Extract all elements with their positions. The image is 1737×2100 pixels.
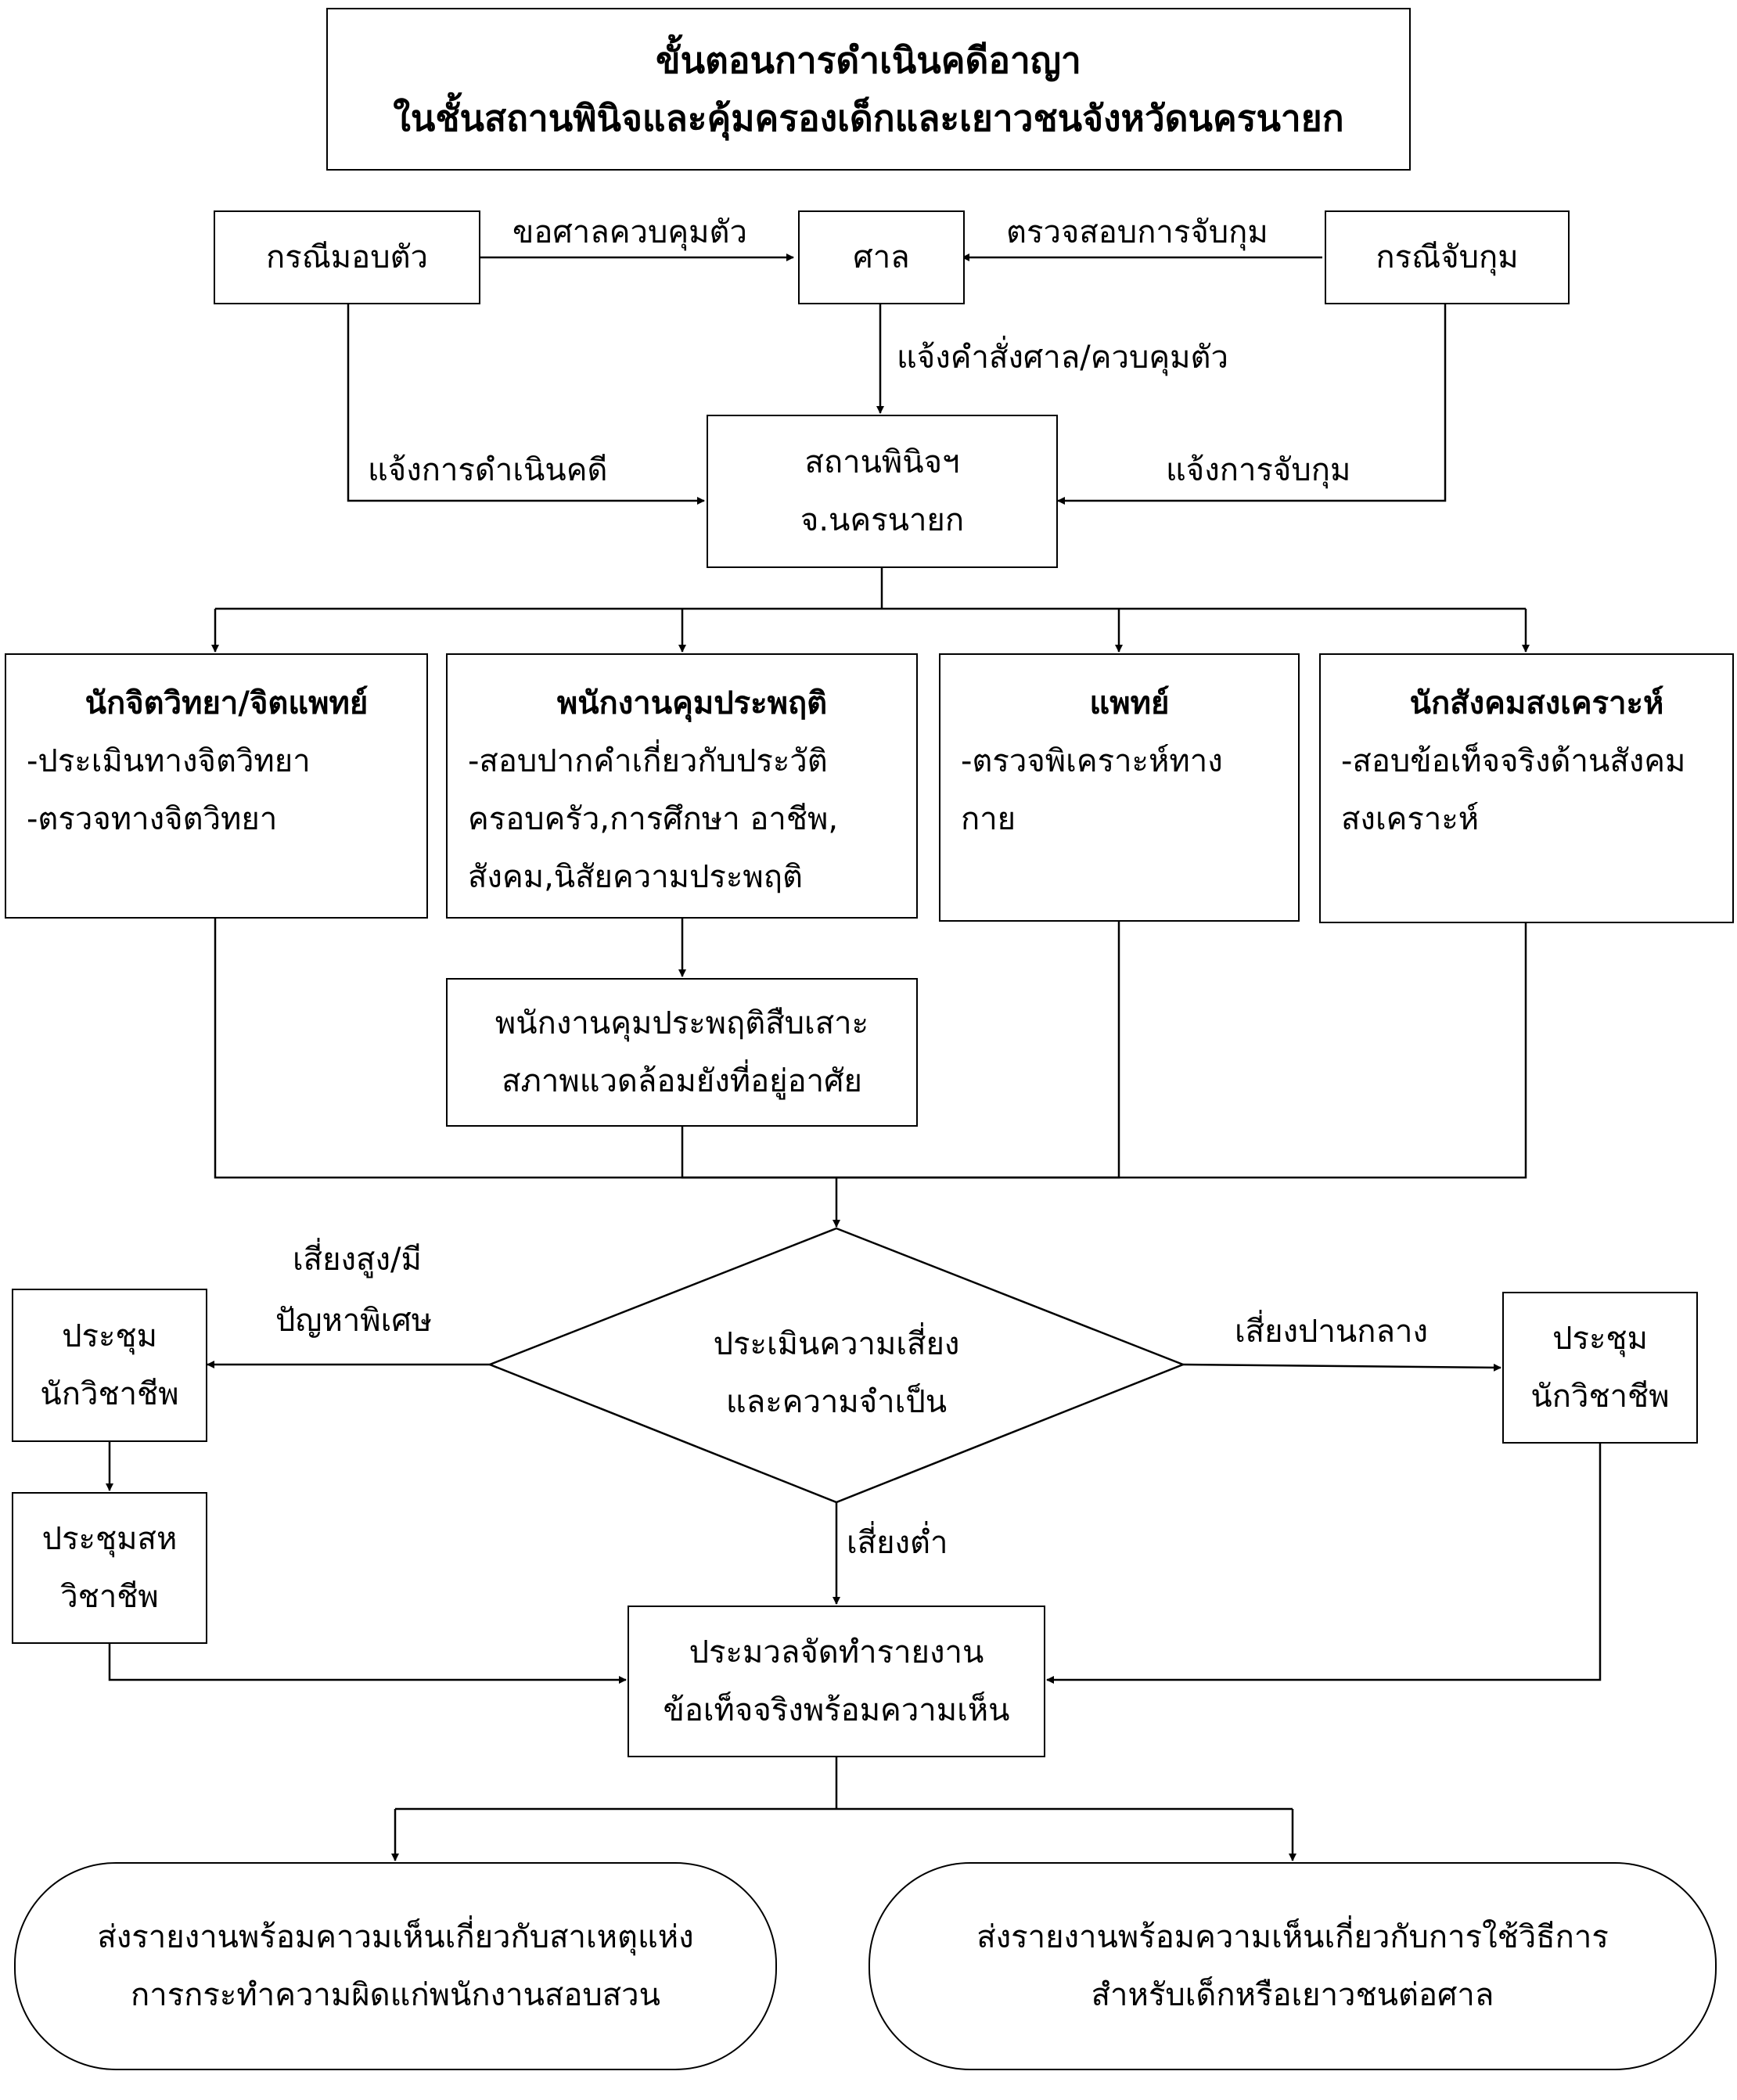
doctor-line-2: กาย [961,801,1016,837]
multi-line1: ประชุมสห [41,1521,178,1557]
edge-surrender-center [347,304,705,505]
output-right-line2: สำหรับเด็กหรือเยาวชนต่อศาล [1091,1977,1494,2013]
output-left-box: ส่งรายงานพร้อมคาวมเห็นเกี่ยวกับสาเหตุแห่… [14,1862,777,2070]
homevisit-line2: สภาพแวดล้อมยังที่อยู่อาศัย [502,1063,862,1099]
edge-arrest-center [1057,304,1447,505]
label-ask-court: ขอศาลควบคุมตัว [512,214,747,250]
multi-line2: วิชาชีพ [60,1579,159,1615]
title-line2: ในชั้นสถานพินิจและคุ้มครองเด็กและเยาวชนจ… [393,97,1344,139]
probation-line-2: ครอบครัว,การศึกษา อาชีพ, [468,801,839,837]
meeting-right-line2: นักวิชาชีพ [1530,1379,1670,1415]
label-medium-risk: เสี่ยงปานกลาง [1235,1314,1428,1350]
label-court-order: แจ้งคำสั่งศาล/ควบคุมตัว [897,340,1228,376]
label-high-risk-2: ปัญหาพิเศษ [275,1303,433,1339]
center-box: สถานพินิจฯ จ.นครนายก [707,415,1058,568]
arrest-box: กรณีจับกุม [1325,210,1570,304]
multi-meeting-box: ประชุมสห วิชาชีพ [12,1492,207,1644]
doctor-line-1: -ตรวจพิเคราะห์ทาง [961,743,1223,779]
edge-assess-meetright [1182,1363,1501,1372]
doctor-box: แพทย์ -ตรวจพิเคราะห์ทาง กาย [939,653,1300,922]
psych-line-2: -ตรวจทางจิตวิทยา [27,801,278,837]
court-box: ศาล [798,210,965,304]
report-line1: ประมวลจัดทำรายงาน [689,1634,984,1670]
social-line-2: สงเคราะห์ [1341,801,1480,837]
meeting-left-line2: นักวิชาชีพ [40,1376,179,1412]
label-notify-arrest: แจ้งการจับกุม [1166,452,1351,488]
report-box: ประมวลจัดทำรายงาน ข้อเท็จจริงพร้อมความเห… [628,1606,1045,1757]
psych-line-1: -ประเมินทางจิตวิทยา [27,743,311,779]
court-label: ศาล [853,239,910,275]
edge-multi-report [108,1644,627,1684]
label-high-risk-1: เสี่ยงสูง/มี [293,1242,422,1278]
assess-line2: และความจำเป็น [725,1384,948,1420]
assess-line1: ประเมินความเสี่ยง [713,1326,960,1362]
psych-box: นักจิตวิทยา/จิตแพทย์ -ประเมินทางจิตวิทยา… [5,653,428,919]
report-line2: ข้อเท็จจริงพร้อมความเห็น [663,1692,1010,1728]
output-right-line1: ส่งรายงานพร้อมความเห็นเกี่ยวกับการใช้วิธ… [976,1919,1609,1955]
label-notify-case: แจ้งการดำเนินคดี [368,452,608,488]
output-left-line1: ส่งรายงานพร้อมคาวมเห็นเกี่ยวกับสาเหตุแห่… [97,1919,694,1955]
probation-title: พนักงานคุมประพฤติ [556,685,828,721]
social-title: นักสังคมสงเคราะห์ [1409,685,1664,721]
arrest-label: กรณีจับกุม [1376,239,1519,275]
doctor-title: แพทย์ [1089,685,1170,721]
social-box: นักสังคมสงเคราะห์ -สอบข้อเท็จจริงด้านสัง… [1319,653,1734,923]
output-left-line2: การกระทำความผิดแก่พนักงานสอบสวน [131,1977,660,2013]
meeting-right-line1: ประชุม [1552,1321,1648,1357]
meeting-left-box: ประชุม นักวิชาชีพ [12,1289,207,1442]
surrender-box: กรณีมอบตัว [214,210,480,304]
homevisit-box: พนักงานคุมประพฤติสืบเสาะ สภาพแวดล้อมยังท… [446,978,918,1127]
meeting-left-line1: ประชุม [62,1318,157,1354]
center-line1: สถานพินิจฯ [804,444,960,480]
surrender-label: กรณีมอบตัว [265,239,429,275]
social-line-1: -สอบข้อเท็จจริงด้านสังคม [1341,743,1686,779]
edge-meetright-report [1046,1444,1602,1684]
probation-box: พนักงานคุมประพฤติ -สอบปากคำเกี่ยวกับประว… [446,653,918,919]
assess-label: ประเมินความเสี่ยง และความจำเป็น [595,1314,1078,1432]
title-line1: ขั้นตอนการดำเนินคดีอาญา [656,39,1081,81]
probation-line-3: สังคม,นิสัยความประพฤติ [468,859,803,895]
assess-diamond-shape [487,1227,1186,1504]
homevisit-line1: พนักงานคุมประพฤติสืบเสาะ [494,1005,869,1041]
label-low-risk: เสี่ยงต่ำ [847,1525,948,1561]
probation-line-1: -สอบปากคำเกี่ยวกับประวัติ [468,743,828,779]
output-right-box: ส่งรายงานพร้อมความเห็นเกี่ยวกับการใช้วิธ… [868,1862,1717,2070]
label-check-arrest: ตรวจสอบการจับกุม [1006,214,1268,250]
title-box: ขั้นตอนการดำเนินคดีอาญา ในชั้นสถานพินิจแ… [326,8,1411,171]
meeting-right-box: ประชุม นักวิชาชีพ [1502,1292,1698,1444]
edge-homevisit-collector [681,922,1120,1179]
psych-title: นักจิตวิทยา/จิตแพทย์ [85,685,369,721]
center-line2: จ.นครนายก [800,502,965,538]
